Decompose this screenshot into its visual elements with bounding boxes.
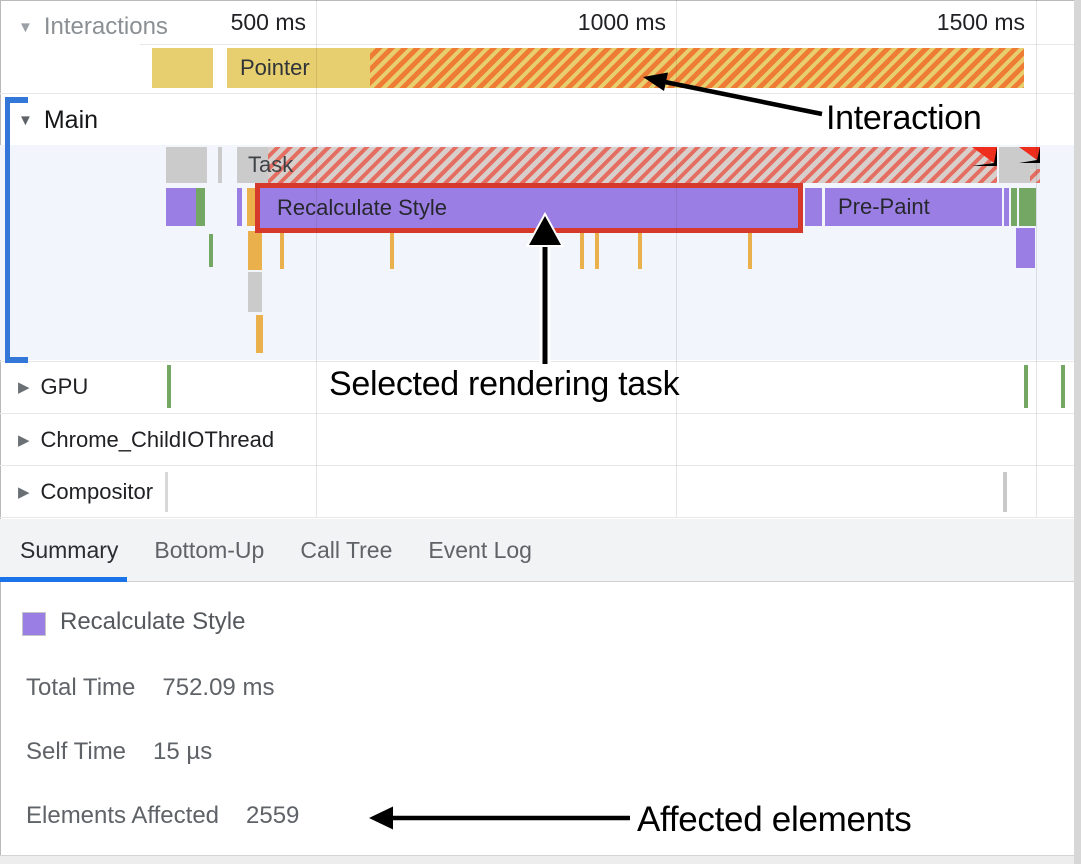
gridline-1500ms bbox=[1036, 0, 1037, 517]
ruler-separator bbox=[140, 44, 1081, 45]
expand-triangle-icon[interactable]: ▶ bbox=[18, 379, 30, 396]
summary-event-title: Recalculate Style bbox=[60, 608, 246, 635]
pointer-interaction-block[interactable]: Pointer bbox=[227, 48, 1024, 88]
tab-call-tree[interactable]: Call Tree bbox=[300, 537, 393, 563]
interaction-event-block[interactable] bbox=[152, 48, 213, 88]
selected-track-bracket-top bbox=[5, 97, 28, 103]
affected-elements-arrowhead-icon bbox=[369, 806, 393, 830]
event-block[interactable] bbox=[166, 188, 196, 226]
marker-tick[interactable] bbox=[209, 234, 213, 267]
interaction-annotation: Interaction bbox=[826, 99, 982, 137]
summary-value: 15 µs bbox=[153, 738, 213, 765]
marker-tick[interactable] bbox=[595, 231, 599, 269]
tab-summary[interactable]: Summary bbox=[20, 537, 119, 563]
active-tab-underline bbox=[0, 577, 127, 582]
summary-value: 752.09 ms bbox=[162, 674, 275, 701]
gpu-track-header[interactable]: ▶ GPU bbox=[18, 374, 88, 400]
gpu-track-label: GPU bbox=[40, 374, 89, 399]
task-block[interactable] bbox=[166, 147, 207, 183]
task-warning-icon bbox=[1019, 147, 1040, 163]
childio-track-header[interactable]: ▶ Chrome_ChildIOThread bbox=[18, 427, 274, 453]
collapse-triangle-icon[interactable]: ▼ bbox=[18, 112, 33, 129]
right-edge-strip bbox=[1074, 0, 1081, 864]
event-block[interactable] bbox=[805, 188, 822, 226]
collapse-triangle-icon[interactable]: ▼ bbox=[18, 19, 33, 36]
gridline-500ms bbox=[316, 0, 317, 517]
recalculate-style-label: Recalculate Style bbox=[277, 195, 447, 220]
main-track-header[interactable]: ▼ Main bbox=[18, 106, 98, 135]
track-separator bbox=[0, 517, 1081, 518]
summary-row-total-time: Total Time 752.09 ms bbox=[26, 674, 274, 702]
summary-label: Elements Affected bbox=[26, 802, 220, 829]
summary-row-elements-affected: Elements Affected 2559 bbox=[26, 802, 299, 830]
event-color-swatch bbox=[22, 612, 46, 636]
pre-paint-block[interactable]: Pre-Paint bbox=[825, 188, 1002, 226]
expand-triangle-icon[interactable]: ▶ bbox=[18, 484, 30, 501]
marker-tick[interactable] bbox=[390, 231, 394, 269]
long-task-warning-icon bbox=[972, 147, 997, 166]
event-block[interactable] bbox=[237, 188, 242, 226]
bottom-edge-strip bbox=[0, 855, 1081, 864]
track-separator bbox=[0, 465, 1081, 466]
time-label-500ms: 500 ms bbox=[230, 9, 306, 35]
interactions-track-header[interactable]: ▼ Interactions bbox=[18, 13, 168, 41]
selected-recalculate-style-block[interactable]: Recalculate Style bbox=[255, 183, 803, 233]
main-track-label: Main bbox=[43, 106, 99, 134]
compositor-event-tick[interactable] bbox=[1003, 472, 1007, 512]
details-tab-bar: Summary Bottom-Up Call Tree Event Log bbox=[0, 519, 1081, 582]
tab-event-log[interactable]: Event Log bbox=[428, 537, 532, 563]
long-task-hatch bbox=[268, 147, 997, 183]
gpu-event-tick[interactable] bbox=[1061, 365, 1065, 408]
interactions-track-label: Interactions bbox=[43, 13, 168, 40]
marker-tick[interactable] bbox=[280, 231, 284, 269]
event-block[interactable] bbox=[248, 272, 262, 312]
compositor-track-header[interactable]: ▶ Compositor bbox=[18, 479, 153, 505]
marker-tick[interactable] bbox=[638, 231, 642, 269]
pointer-label: Pointer bbox=[240, 55, 310, 80]
long-task-block[interactable]: Task bbox=[237, 147, 997, 183]
pre-paint-label: Pre-Paint bbox=[838, 194, 930, 219]
gpu-event-tick[interactable] bbox=[167, 365, 171, 408]
marker-tick[interactable] bbox=[580, 231, 584, 269]
summary-value: 2559 bbox=[246, 802, 300, 829]
compositor-event-tick[interactable] bbox=[165, 472, 168, 512]
summary-label: Total Time bbox=[26, 674, 136, 701]
task-block[interactable] bbox=[999, 147, 1040, 183]
marker-tick[interactable] bbox=[748, 231, 752, 269]
track-separator bbox=[0, 413, 1081, 414]
event-block[interactable] bbox=[248, 231, 262, 270]
event-block[interactable] bbox=[247, 188, 255, 226]
time-label-1000ms: 1000 ms bbox=[577, 9, 666, 35]
track-separator bbox=[0, 93, 1081, 94]
event-block[interactable] bbox=[1019, 188, 1036, 226]
task-block[interactable] bbox=[218, 147, 222, 183]
affected-elements-annotation: Affected elements bbox=[637, 800, 912, 839]
selected-task-annotation: Selected rendering task bbox=[329, 365, 680, 403]
event-block[interactable] bbox=[196, 188, 205, 226]
track-separator bbox=[0, 361, 1081, 362]
summary-label: Self Time bbox=[26, 738, 127, 765]
expand-triangle-icon[interactable]: ▶ bbox=[18, 432, 30, 449]
event-block[interactable] bbox=[1004, 188, 1009, 226]
task-hatch bbox=[1030, 169, 1040, 183]
summary-row-self-time: Self Time 15 µs bbox=[26, 738, 212, 766]
selected-track-bracket bbox=[5, 97, 10, 363]
tab-bottom-up[interactable]: Bottom-Up bbox=[154, 537, 265, 563]
event-block[interactable] bbox=[1016, 228, 1035, 268]
compositor-track-label: Compositor bbox=[40, 479, 154, 504]
marker-tick[interactable] bbox=[256, 315, 263, 353]
task-label: Task bbox=[248, 152, 294, 177]
selected-track-bracket-bottom bbox=[5, 357, 28, 363]
event-block[interactable] bbox=[1011, 188, 1017, 226]
gridline-1000ms bbox=[676, 0, 677, 517]
gpu-event-tick[interactable] bbox=[1024, 365, 1028, 408]
childio-track-label: Chrome_ChildIOThread bbox=[40, 427, 275, 452]
time-label-1500ms: 1500 ms bbox=[936, 9, 1025, 35]
